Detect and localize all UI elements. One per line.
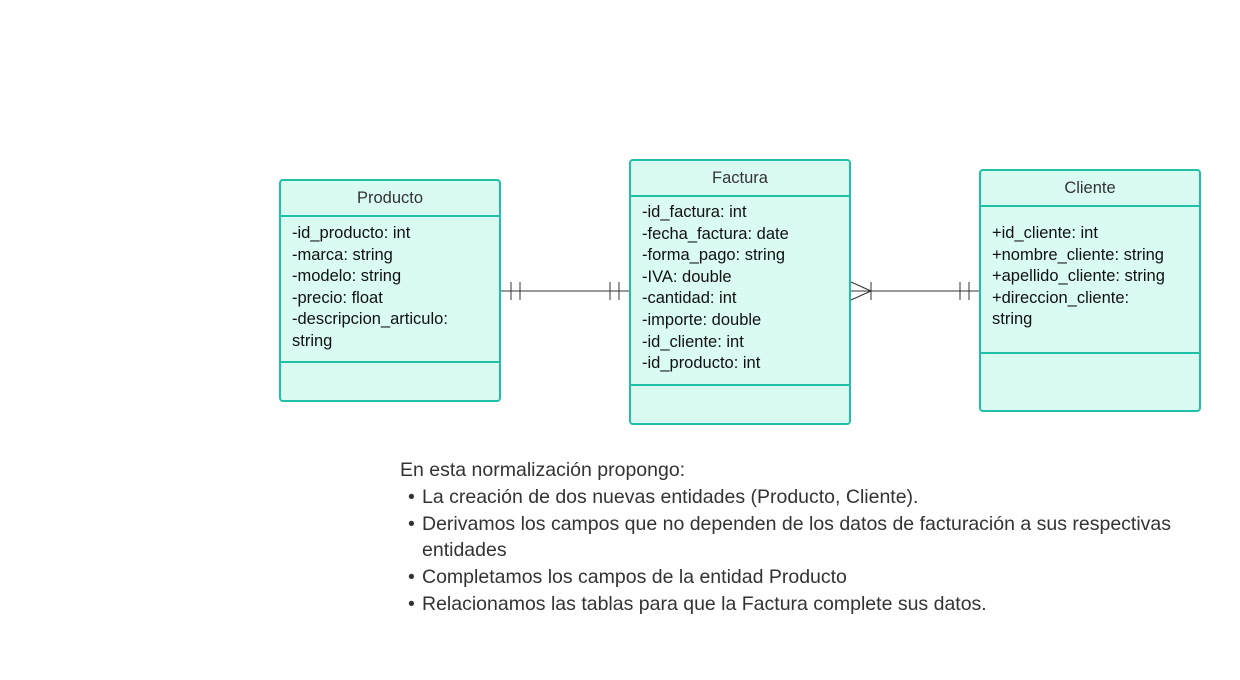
note-bullet: Completamos los campos de la entidad Pro… xyxy=(408,564,1220,591)
attribute: +id_cliente: int xyxy=(992,224,1098,242)
attribute: -modelo: string xyxy=(292,267,402,286)
attribute: -fecha_factura: date xyxy=(642,224,789,243)
entity-factura[interactable]: Factura -id_factura: int -fecha_factura:… xyxy=(629,159,851,425)
entity-attributes: -id_producto: int -marca: string -modelo… xyxy=(281,217,499,363)
note-bullet: La creación de dos nuevas entidades (Pro… xyxy=(408,484,1220,511)
entity-attributes: +id_cliente: int +nombre_cliente: string… xyxy=(981,207,1199,354)
attribute: -descripcion_articulo: string xyxy=(292,310,448,350)
note-bullet-list: La creación de dos nuevas entidades (Pro… xyxy=(400,484,1220,618)
attribute: -forma_pago: string xyxy=(642,246,786,265)
note-intro: En esta normalización propongo: xyxy=(400,459,686,481)
entity-attributes: -id_factura: int -fecha_factura: date -f… xyxy=(631,197,849,386)
normalization-note[interactable]: En esta normalización propongo: La creac… xyxy=(400,457,1220,618)
attribute: -IVA: double xyxy=(642,267,732,286)
entity-cliente[interactable]: Cliente +id_cliente: int +nombre_cliente… xyxy=(979,169,1201,412)
attribute: -marca: string xyxy=(292,245,393,264)
attribute: -precio: float xyxy=(292,288,383,307)
note-bullet: Derivamos los campos que no dependen de … xyxy=(408,511,1220,565)
attribute: +apellido_cliente: string xyxy=(992,267,1165,286)
relationship-factura-cliente xyxy=(850,281,979,301)
entity-title: Producto xyxy=(281,181,499,217)
entity-title: Cliente xyxy=(981,171,1199,207)
attribute: -id_factura: int xyxy=(642,203,747,221)
attribute: +nombre_cliente: string xyxy=(992,245,1164,264)
entity-producto[interactable]: Producto -id_producto: int -marca: strin… xyxy=(279,179,501,402)
entity-title: Factura xyxy=(631,161,849,197)
attribute: -importe: double xyxy=(642,310,762,329)
attribute: -id_cliente: int xyxy=(642,332,744,351)
attribute: -id_producto: int xyxy=(642,354,761,373)
attribute: -cantidad: int xyxy=(642,289,737,308)
note-bullet: Relacionamos las tablas para que la Fact… xyxy=(408,591,1220,618)
attribute: +direccion_cliente: string xyxy=(992,288,1130,329)
attribute: -id_producto: int xyxy=(292,224,411,242)
relationship-producto-factura xyxy=(501,282,629,300)
